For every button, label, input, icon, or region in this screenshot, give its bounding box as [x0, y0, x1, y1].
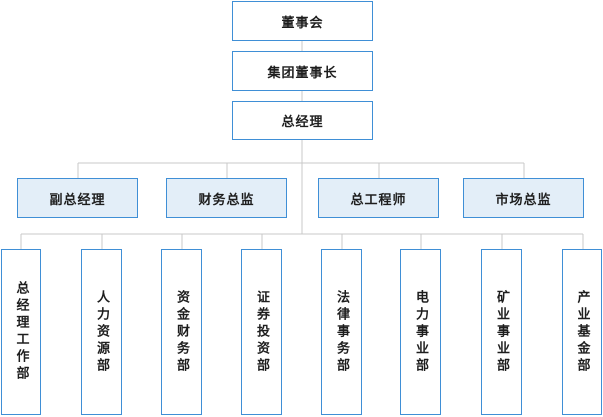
node-finance-director: 财务总监 [166, 178, 287, 218]
node-legal-label: 法律事务部 [334, 289, 349, 375]
node-marketing-director-label: 市场总监 [495, 192, 552, 208]
node-board-label: 董事会 [281, 15, 324, 31]
node-finance-director-label: 财务总监 [198, 192, 255, 208]
node-chairman-label: 集团董事长 [267, 65, 338, 81]
node-power-label: 电力事业部 [413, 289, 428, 375]
node-finance-label: 资金财务部 [174, 289, 189, 375]
node-gm: 总经理 [232, 101, 373, 140]
node-board: 董事会 [232, 1, 373, 41]
node-chairman: 集团董事长 [232, 51, 373, 91]
node-legal: 法律事务部 [321, 249, 362, 415]
node-securities-label: 证券投资部 [254, 289, 269, 375]
node-hr: 人力资源部 [81, 249, 122, 415]
node-power: 电力事业部 [400, 249, 441, 415]
node-deputy-gm: 副总经理 [17, 178, 138, 218]
node-marketing-director: 市场总监 [463, 178, 584, 218]
node-industry-fund: 产业基金部 [562, 249, 602, 415]
node-gm-label: 总经理 [281, 115, 324, 130]
node-finance: 资金财务部 [161, 249, 202, 415]
node-mining-label: 矿业事业部 [494, 289, 509, 375]
node-hr-label: 人力资源部 [94, 289, 109, 375]
node-chief-engineer: 总工程师 [318, 178, 439, 218]
node-mining: 矿业事业部 [481, 249, 522, 415]
node-industry-fund-label: 产业基金部 [574, 289, 590, 375]
node-gm-office: 总经理工作部 [1, 249, 41, 415]
node-gm-office-label: 总经理工作部 [13, 281, 29, 383]
node-chief-engineer-label: 总工程师 [350, 192, 407, 208]
node-securities: 证券投资部 [241, 249, 282, 415]
node-deputy-gm-label: 副总经理 [49, 192, 106, 208]
